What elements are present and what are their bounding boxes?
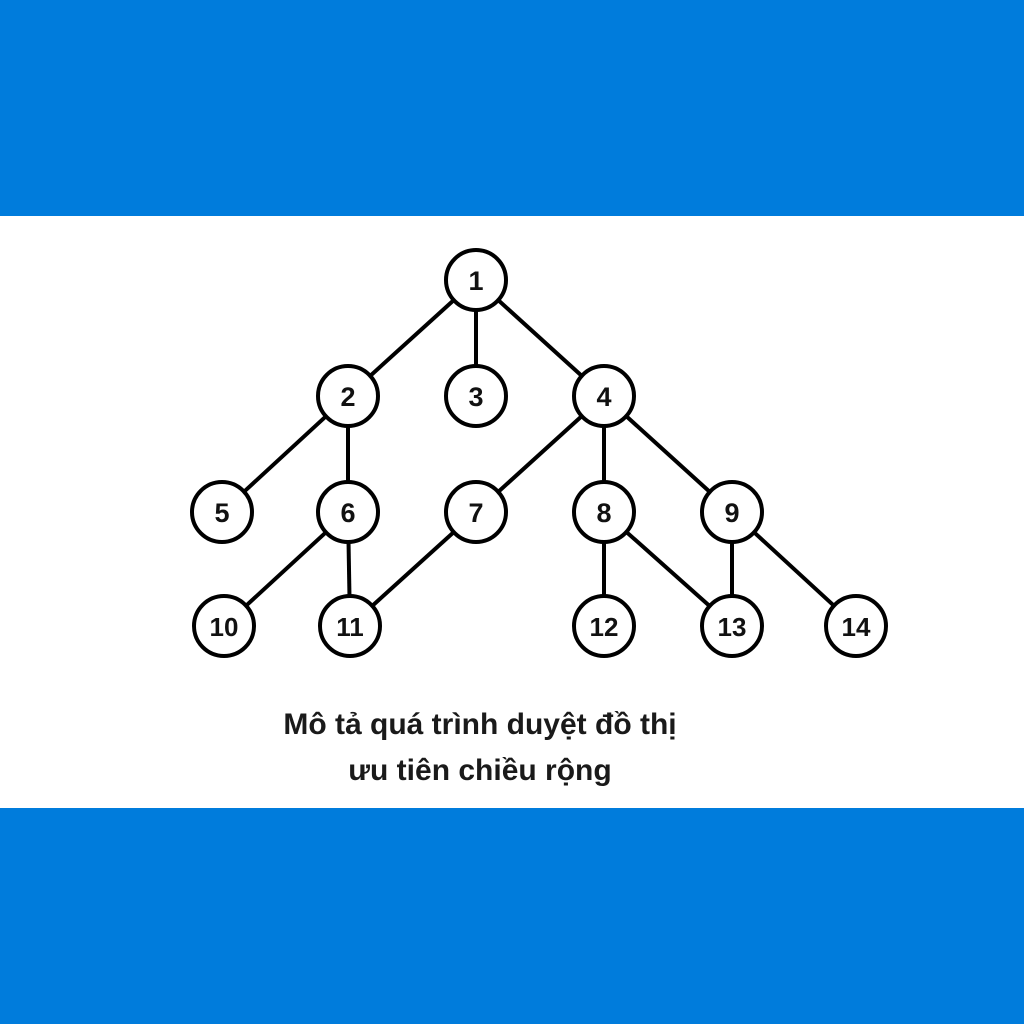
node-label-6: 6: [340, 498, 355, 528]
node-1: 1: [444, 248, 508, 312]
node-8: 8: [572, 480, 636, 544]
node-6: 6: [316, 480, 380, 544]
bottom-blue-band: [0, 808, 1024, 1024]
edge-2-5: [242, 414, 328, 494]
diagram-caption: Mô tả quá trình duyệt đồ thị ưu tiên chi…: [0, 702, 960, 794]
edge-8-13: [625, 530, 711, 608]
node-11: 11: [318, 594, 382, 658]
node-10: 10: [192, 594, 256, 658]
node-12: 12: [572, 594, 636, 658]
node-7: 7: [444, 480, 508, 544]
node-circle-3: [444, 364, 508, 428]
node-5: 5: [190, 480, 254, 544]
caption-line-2: ưu tiên chiều rộng: [348, 754, 612, 787]
node-9: 9: [700, 480, 764, 544]
node-circle-1: [444, 248, 508, 312]
node-circle-5: [190, 480, 254, 544]
node-label-1: 1: [468, 266, 483, 296]
node-circle-6: [316, 480, 380, 544]
edge-4-9: [624, 414, 712, 494]
edge-6-10: [244, 530, 328, 608]
node-circle-12: [572, 594, 636, 658]
node-circle-14: [824, 594, 888, 658]
node-label-14: 14: [842, 612, 871, 642]
node-2: 2: [316, 364, 380, 428]
node-label-3: 3: [468, 382, 483, 412]
edge-7-11: [370, 530, 456, 608]
node-label-2: 2: [340, 382, 355, 412]
node-label-12: 12: [590, 612, 619, 642]
caption-line-1: Mô tả quá trình duyệt đồ thị: [283, 708, 677, 741]
node-label-7: 7: [468, 498, 483, 528]
node-circle-9: [700, 480, 764, 544]
edge-6-11: [346, 541, 352, 597]
node-circle-13: [700, 594, 764, 658]
node-3: 3: [444, 364, 508, 428]
node-label-9: 9: [724, 498, 739, 528]
node-label-10: 10: [210, 612, 239, 642]
node-label-11: 11: [336, 612, 364, 642]
node-label-13: 13: [718, 612, 747, 642]
edge-1-2: [368, 298, 456, 378]
node-circle-2: [316, 364, 380, 428]
node-label-8: 8: [596, 498, 611, 528]
node-4: 4: [572, 364, 636, 428]
node-13: 13: [700, 594, 764, 658]
node-label-4: 4: [596, 382, 611, 412]
edge-9-14: [752, 530, 836, 608]
edges-layer: [242, 298, 836, 608]
node-circle-10: [192, 594, 256, 658]
node-label-5: 5: [214, 498, 229, 528]
top-blue-band: [0, 0, 1024, 216]
edge-4-7: [496, 414, 584, 494]
node-14: 14: [824, 594, 888, 658]
node-circle-4: [572, 364, 636, 428]
node-circle-8: [572, 480, 636, 544]
edge-1-4: [496, 298, 584, 378]
node-circle-7: [444, 480, 508, 544]
node-circle-11: [318, 594, 382, 658]
